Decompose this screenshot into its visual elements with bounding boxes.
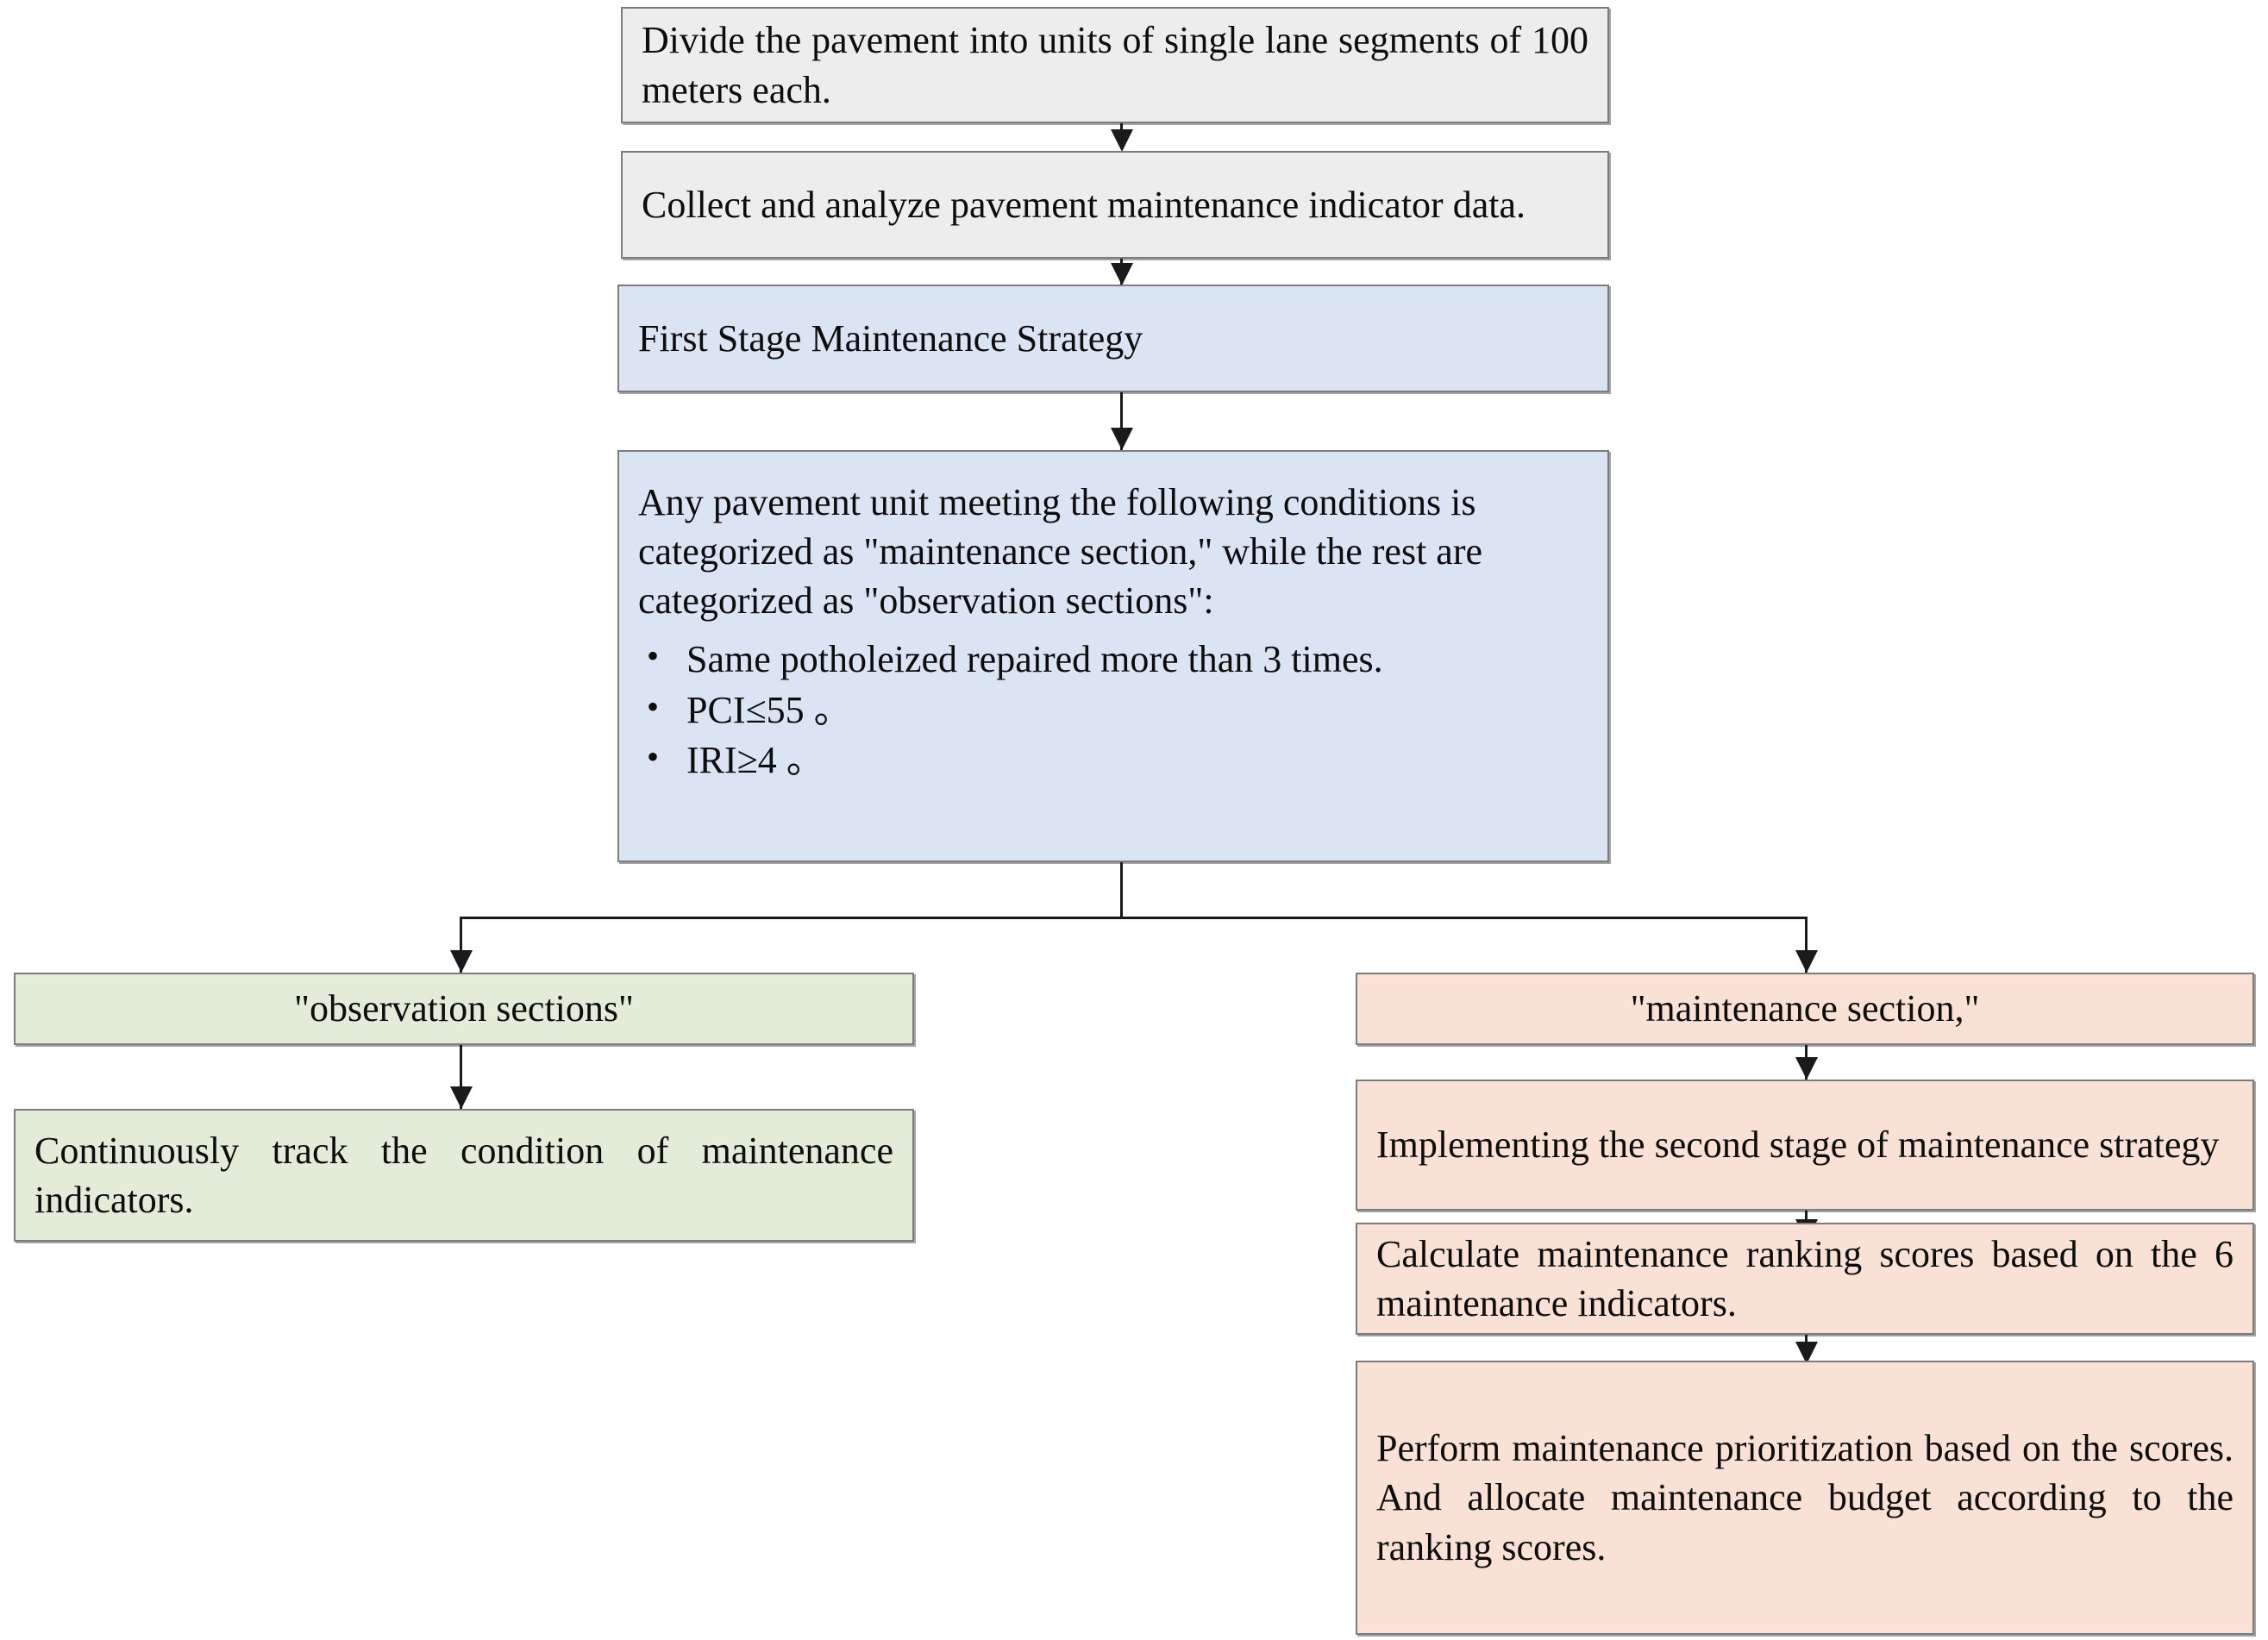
connector-observation-to-track [460,1045,462,1109]
arrowhead-prioritize [1795,1342,1818,1364]
connector-criteria-stem [1120,862,1123,917]
node-first-stage-text: First Stage Maintenance Strategy [638,316,1143,360]
arrowhead-criteria [1111,428,1133,450]
node-divide-units-text: Divide the pavement into units of single… [642,19,1588,111]
arrowhead-collect [1111,129,1133,152]
node-observation-action: Continuously track the condition of main… [14,1109,914,1242]
criteria-bullet-item: IRI≥4 。 [638,734,1588,786]
criteria-bullet-list: Same potholeized repaired more than 3 ti… [619,633,1607,787]
node-maintenance-label-text: "maintenance section," [1630,987,1980,1030]
connector-split-left-drop [460,917,462,973]
node-criteria: Any pavement unit meeting the following … [617,450,1609,862]
node-maintenance-label: "maintenance section," [1356,973,2254,1045]
arrowhead-first-stage [1111,263,1133,285]
arrowhead-maintenance [1795,950,1818,973]
arrowhead-track [450,1086,473,1109]
node-criteria-intro: Any pavement unit meeting the following … [638,481,1483,623]
node-collect-data: Collect and analyze pavement maintenance… [621,151,1609,259]
node-calculate-scores-text: Calculate maintenance ranking scores bas… [1376,1232,2234,1324]
criteria-bullet-item: Same potholeized repaired more than 3 ti… [638,633,1588,685]
node-observation-label: "observation sections" [14,973,914,1045]
node-first-stage: First Stage Maintenance Strategy [617,285,1609,392]
node-prioritize-text: Perform maintenance prioritization based… [1376,1427,2234,1568]
node-second-stage-text: Implementing the second stage of mainten… [1376,1124,2220,1167]
node-observation-action-text: Continuously track the condition of main… [34,1129,893,1221]
node-collect-data-text: Collect and analyze pavement maintenance… [642,183,1526,226]
connector-split-right-drop [1805,917,1808,973]
node-prioritize: Perform maintenance prioritization based… [1356,1361,2254,1635]
node-calculate-scores: Calculate maintenance ranking scores bas… [1356,1223,2254,1335]
criteria-bullet-item: PCI≤55 。 [638,684,1588,736]
node-second-stage: Implementing the second stage of mainten… [1356,1080,2254,1211]
connector-split-bar [460,917,1808,919]
arrowhead-second-stage [1795,1057,1818,1080]
node-divide-units: Divide the pavement into units of single… [621,7,1609,123]
connector-first-stage-to-criteria [1120,392,1123,450]
node-observation-label-text: "observation sections" [294,987,634,1030]
arrowhead-observation [450,950,473,973]
